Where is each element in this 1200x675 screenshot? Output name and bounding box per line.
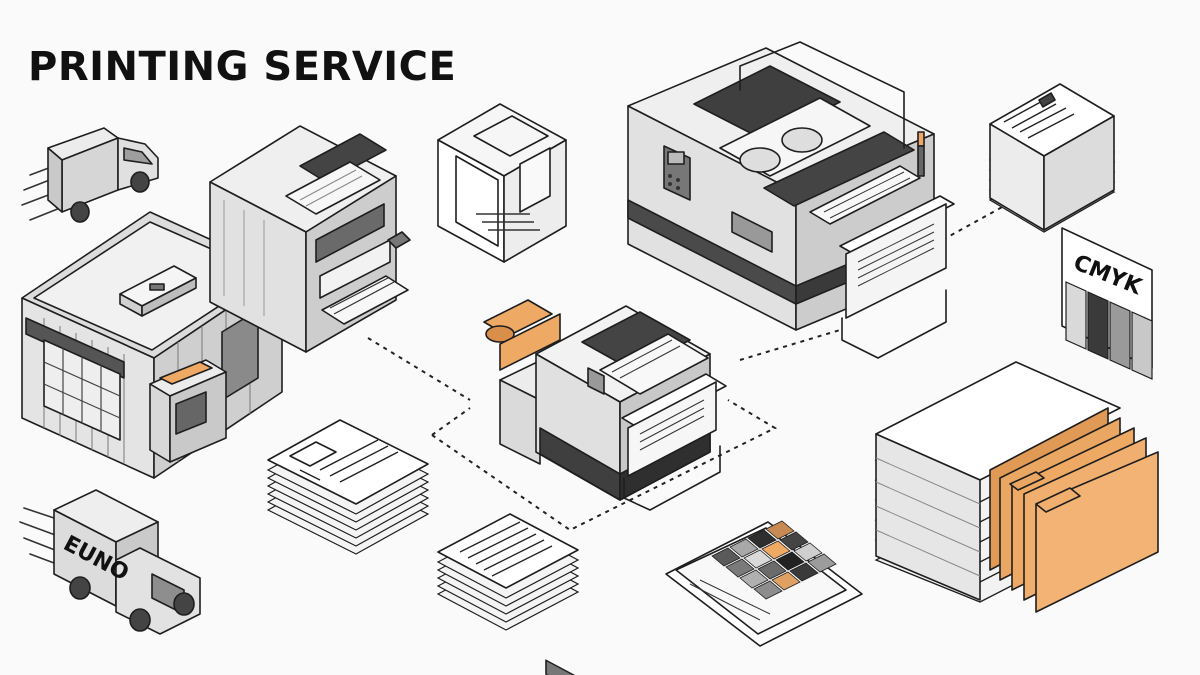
cmyk-card-icon: CMYK [1061,227,1153,380]
flyer-stack-icon [266,419,430,555]
connector-lines [367,199,1016,532]
cmyk-swatch [1109,301,1131,370]
proof-swatch [771,571,801,591]
paper-stack-icon [988,83,1116,233]
office-copier-icon [209,125,411,353]
page-title: PRINTING SERVICE [28,44,457,90]
proof-swatch [753,580,783,600]
document-stack-icon [436,513,580,631]
proof-swatch [765,520,795,540]
paper-box-icon [437,103,567,263]
proof-swatch [739,569,769,589]
proof-swatch [761,540,791,560]
proof-swatch [711,547,741,567]
folder-stack-icon [874,361,1159,613]
proof-swatch [743,549,773,569]
cmyk-swatch [1087,291,1109,360]
proof-swatch [789,562,819,582]
proof-swatch [793,542,823,562]
cmyk-swatch [1065,281,1087,350]
delivery-truck-top-icon [21,127,159,223]
proof-swatch [725,558,755,578]
proof-swatch [757,560,787,580]
proof-swatch [747,529,777,549]
proof-swatch [779,531,809,551]
wide-format-printer-icon [483,299,727,675]
proof-swatch [729,538,759,558]
proof-swatch [807,553,837,573]
cmyk-swatch [1131,311,1153,380]
proof-swatch [775,551,805,571]
color-proof-sheet-icon [665,520,863,647]
delivery-truck-bottom-icon: EUNO [19,489,201,635]
industrial-press-icon [627,41,955,359]
